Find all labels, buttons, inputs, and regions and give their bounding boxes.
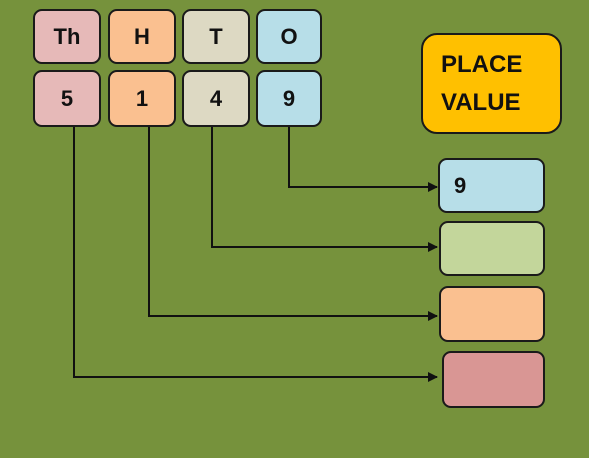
title-line-2: VALUE [441,88,521,116]
arrow-hundreds [148,125,438,321]
digit-thousands: 5 [33,70,101,127]
header-thousands: Th [33,9,101,64]
answer-hundreds-box[interactable] [439,286,545,342]
title-line-1: PLACE [441,50,523,78]
answer-thousands-box[interactable] [442,351,545,408]
place-value-title: PLACE VALUE [421,33,562,134]
answer-ones-box[interactable]: 9 [438,158,545,213]
arrow-tens [211,125,438,252]
arrow-thousands [73,125,438,382]
header-ones: O [256,9,322,64]
digit-tens: 4 [182,70,250,127]
header-hundreds: H [108,9,176,64]
arrow-ones [288,125,438,192]
answer-tens-box[interactable] [439,221,545,276]
header-tens: T [182,9,250,64]
digit-hundreds: 1 [108,70,176,127]
digit-ones: 9 [256,70,322,127]
